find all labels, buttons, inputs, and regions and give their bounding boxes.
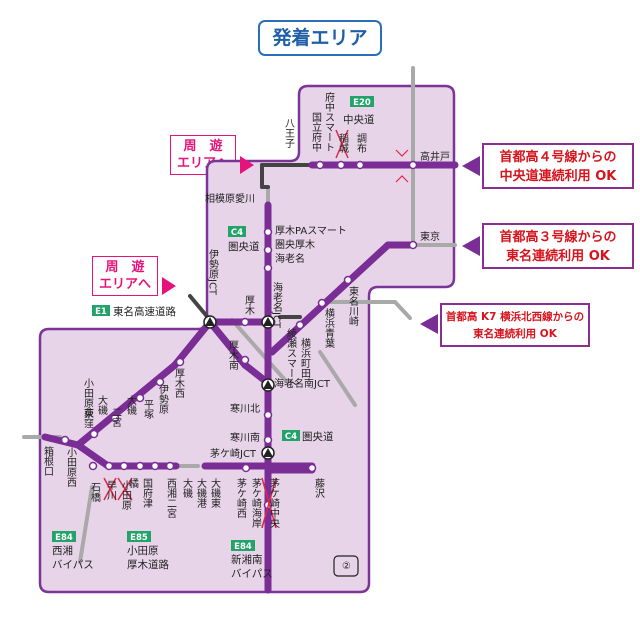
svg-text:寒川北: 寒川北 <box>230 402 260 415</box>
callout-arrows <box>420 156 480 334</box>
turn-marks <box>395 149 409 183</box>
svg-text:大磯: 大磯 <box>96 394 108 416</box>
callout-shutoko-4: 首都高４号線からの 中央道連続利用 OK <box>482 143 634 189</box>
svg-text:西湘: 西湘 <box>52 544 73 557</box>
svg-text:茅ケ崎中央: 茅ケ崎中央 <box>268 478 280 529</box>
svg-text:厚木南: 厚木南 <box>227 340 239 370</box>
vertical-labels: 八王子 府中スマート 国立府中 稲城 調布 伊勢原JCT 厚木 海老名JCT 東… <box>42 91 367 529</box>
svg-text:石橋: 石橋 <box>89 482 101 503</box>
svg-text:バイパス: バイパス <box>52 559 94 571</box>
svg-text:海老名南JCT: 海老名南JCT <box>274 377 331 390</box>
svg-text:横浜町田: 横浜町田 <box>299 337 311 378</box>
svg-text:荻窪: 荻窪 <box>82 408 94 428</box>
svg-text:茅ケ崎JCT: 茅ケ崎JCT <box>210 447 257 460</box>
callout-3-line2: 東名連続利用 OK <box>506 249 610 264</box>
svg-text:大磯: 大磯 <box>125 394 137 416</box>
svg-text:大磯東: 大磯東 <box>209 477 221 509</box>
svg-text:C4: C4 <box>231 228 243 238</box>
svg-text:府中スマート: 府中スマート <box>323 91 335 152</box>
area-number-frame <box>333 555 359 577</box>
svg-text:厚木PAスマート: 厚木PAスマート <box>275 225 347 237</box>
svg-text:圏央厚木: 圏央厚木 <box>275 238 315 251</box>
svg-text:E84: E84 <box>55 533 73 543</box>
svg-text:厚木道路: 厚木道路 <box>127 558 169 571</box>
svg-text:小田原: 小田原 <box>120 480 132 510</box>
shuyu-top-line1: 周 遊 <box>183 139 223 154</box>
horizontal-labels: 高井戸 相模原愛川 厚木PAスマート 圏央厚木 海老名 東京 海老名南JCT 寒… <box>205 150 450 572</box>
svg-text:E20: E20 <box>353 98 371 108</box>
svg-text:茅ケ崎海岸: 茅ケ崎海岸 <box>250 478 262 529</box>
svg-text:箱根口: 箱根口 <box>42 445 54 476</box>
svg-text:C4: C4 <box>285 432 297 442</box>
shuyu-arrows <box>162 156 254 295</box>
svg-text:小田原: 小田原 <box>127 545 159 557</box>
c4a-badge <box>228 226 246 237</box>
excluded-marks <box>103 129 349 529</box>
svg-text:大磯: 大磯 <box>181 477 193 499</box>
svg-text:八王子: 八王子 <box>283 118 295 148</box>
svg-text:東京: 東京 <box>420 230 440 243</box>
svg-text:高井戸: 高井戸 <box>420 150 450 163</box>
shuyu-mid-line1: 周 遊 <box>105 260 145 275</box>
svg-text:藤沢: 藤沢 <box>313 478 325 499</box>
svg-text:寒川南: 寒川南 <box>230 431 260 444</box>
svg-text:圏央道: 圏央道 <box>228 240 260 253</box>
svg-text:調布: 調布 <box>355 132 367 154</box>
e20-badge <box>350 96 374 107</box>
svg-text:厚木西: 厚木西 <box>173 368 185 398</box>
svg-text:海老名: 海老名 <box>275 252 305 265</box>
svg-text:E84: E84 <box>234 542 252 552</box>
svg-text:国府津: 国府津 <box>141 478 153 509</box>
e84b-badge <box>231 540 255 551</box>
svg-text:早川: 早川 <box>105 480 117 500</box>
svg-text:平塚: 平塚 <box>142 399 154 420</box>
callout-4-line2: 中央道連続利用 OK <box>499 169 617 184</box>
e84a-badge <box>52 531 76 542</box>
svg-text:東名川崎: 東名川崎 <box>347 285 359 326</box>
e1-badge <box>92 305 110 316</box>
svg-text:稲城: 稲城 <box>337 133 349 154</box>
page-title: 発着エリア <box>258 20 382 56</box>
svg-text:厚木: 厚木 <box>243 295 255 316</box>
svg-text:西湘二宮: 西湘二宮 <box>165 478 177 519</box>
svg-text:茅ケ崎西: 茅ケ崎西 <box>235 478 247 518</box>
road-badges: E20 中央道 C4 圏央道 C4 圏央道 E1 東名高速道路 E84 西湘 バ… <box>52 96 375 580</box>
svg-text:バイパス: バイパス <box>231 568 273 580</box>
external-roads <box>22 66 457 564</box>
dark-roads <box>188 163 314 322</box>
svg-text:E85: E85 <box>130 533 148 543</box>
svg-text:国立府中: 国立府中 <box>310 112 322 153</box>
svg-text:横浜青葉: 横浜青葉 <box>323 307 335 349</box>
callout-k7-line1: 首都高 K7 横浜北西線からの <box>445 311 585 323</box>
svg-text:伊勢原JCT: 伊勢原JCT <box>207 249 219 296</box>
shuyu-mid-line2: エリアへ <box>98 277 151 292</box>
ic-dots <box>60 160 418 510</box>
svg-text:新湘南: 新湘南 <box>231 553 263 566</box>
svg-text:橘: 橘 <box>127 478 139 488</box>
svg-text:小田原西: 小田原西 <box>65 447 77 487</box>
svg-text:二宮: 二宮 <box>110 407 122 428</box>
callout-4-line1: 首都高４号線からの <box>499 150 617 165</box>
callout-shutoko-k7: 首都高 K7 横浜北西線からの 東名連続利用 OK <box>440 303 590 347</box>
callout-k7-line2: 東名連続利用 OK <box>473 328 557 340</box>
svg-text:②: ② <box>342 561 351 572</box>
svg-text:伊勢原: 伊勢原 <box>157 384 169 414</box>
svg-text:海老名JCT: 海老名JCT <box>271 281 283 329</box>
svg-text:圏央道: 圏央道 <box>302 430 334 443</box>
shuyu-area-link-mid[interactable]: 周 遊 エリアへ <box>92 256 158 296</box>
svg-text:E1: E1 <box>95 307 107 317</box>
svg-text:大磯港: 大磯港 <box>195 477 207 508</box>
callout-3-line1: 首都高３号線からの <box>499 230 617 245</box>
svg-text:小田原東: 小田原東 <box>82 378 94 419</box>
svg-text:東名高速道路: 東名高速道路 <box>113 305 176 318</box>
jct-markers <box>203 315 275 460</box>
callout-shutoko-3: 首都高３号線からの 東名連続利用 OK <box>482 223 634 269</box>
e85-badge <box>127 531 151 542</box>
c4b-badge <box>282 430 300 441</box>
svg-text:中央道: 中央道 <box>343 113 375 126</box>
svg-text:綾瀬スマート: 綾瀬スマート <box>285 327 297 388</box>
svg-text:相模原愛川: 相模原愛川 <box>205 192 255 205</box>
